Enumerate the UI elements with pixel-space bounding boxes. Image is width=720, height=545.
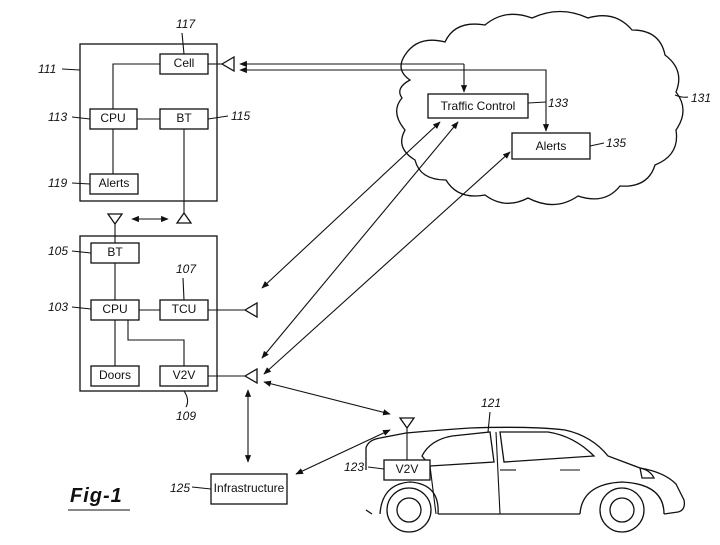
cloud-alerts-label: Alerts [536,139,567,153]
ref-115: 115 [231,109,250,123]
ref-123: 123 [344,460,364,474]
cell-label: Cell [174,56,195,70]
bt-antenna-top-icon [175,211,193,224]
car-ref-leader [487,411,491,433]
cpu-cell-wire [112,63,160,109]
ref-121: 121 [481,396,501,410]
alerts-top-ref-leader [71,182,91,185]
cloud-alerts-box [511,132,591,160]
figure-label: Fig-1 [70,485,123,507]
v2v-vehicle-ref-leader [183,390,189,408]
v2v-to-traffic-control-arrow [261,121,459,359]
ref-105: 105 [48,244,68,258]
car-v2v-antenna-icon [398,417,416,430]
ref-103: 103 [48,300,68,314]
tcu-ref-leader [182,277,185,301]
ref-133: 133 [548,96,568,110]
cloud-alerts-ref-leader [589,142,605,147]
traffic-control-ref-leader [527,101,547,104]
v2v-antenna-icon [243,367,258,385]
bt-top-ref-leader [207,115,229,120]
cell-ref-leader [181,32,185,55]
tcu-antenna-icon [243,301,258,319]
cpu-label-vehicle: CPU [102,302,127,316]
cpu-v2v-wire [127,320,185,366]
traffic-control-label: Traffic Control [441,99,516,113]
cpu-label-top: CPU [100,111,125,125]
cpu-top-ref-leader [71,116,91,120]
mobile-device-frame [79,43,218,202]
v2v-to-car-arrow [263,380,391,416]
ref-109: 109 [176,409,196,423]
ref-107: 107 [176,262,197,276]
ref-135: 135 [606,136,626,150]
ref-111: 111 [38,62,56,76]
tcu-to-traffic-control-arrow [261,121,441,289]
car-illustration [365,426,686,533]
cpu-vehicle-ref-leader [71,306,92,310]
mobile-device-ref-leader [61,68,81,71]
v2v-label-car: V2V [396,462,419,476]
v2v-label-vehicle: V2V [173,368,196,382]
cell-to-cloud-alerts-arrow [239,66,550,132]
bt-vehicle-ref-leader [71,250,92,254]
cloud-ref-leader [674,94,689,98]
doors-label: Doors [99,368,131,382]
cell-antenna-icon [220,55,235,73]
v2v-to-cloud-alerts-arrow [263,151,511,375]
bt-label-vehicle: BT [107,245,123,259]
ref-125: 125 [170,481,190,495]
v2v-car-ref-leader [367,466,385,470]
bt-antenna-vehicle-icon [106,213,124,226]
car-to-infrastructure-arrow [295,429,391,475]
ref-117: 117 [176,17,196,31]
tcu-label: TCU [172,302,197,316]
ref-113: 113 [48,110,67,124]
ref-131: 131 [691,91,711,105]
infrastructure-box [210,473,288,505]
alerts-label-top: Alerts [99,176,130,190]
bt-label-top: BT [176,111,192,125]
v2v-box-car [383,459,431,481]
vehicle-computer-frame [79,235,218,392]
ref-119: 119 [48,176,67,190]
infrastructure-ref-leader [191,486,212,490]
infrastructure-label: Infrastructure [214,481,285,495]
